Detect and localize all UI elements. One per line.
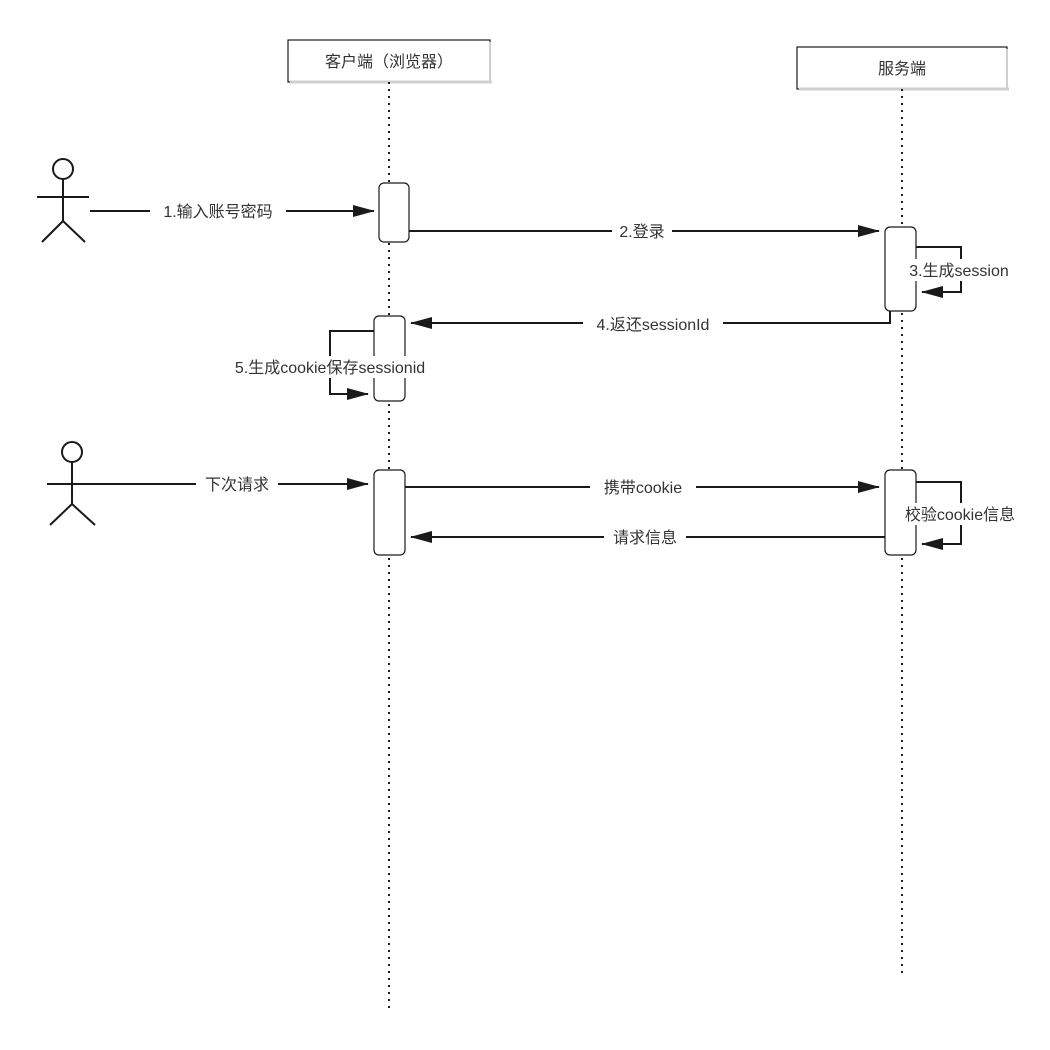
message-5: 5.生成cookie保存sessionid [216,330,444,400]
message-9: 请求信息 [410,526,885,548]
message-7: 携带cookie [405,476,880,498]
message-9-label: 请求信息 [613,529,677,547]
message-2: 2.登录 [409,220,880,242]
message-5-label: 5.生成cookie保存sessionid [235,359,425,377]
user-actor-2 [47,441,100,526]
message-1: 1.输入账号密码 [90,200,375,222]
message-3-label: 3.生成session [909,262,1009,280]
message-3: 3.生成session [897,246,1021,298]
participant-client: 客户端（浏览器） [287,39,492,84]
activation-client-3 [373,469,406,556]
message-8: 校验cookie信息 [889,481,1031,550]
activation-client-1 [378,182,410,243]
client-label: 客户端（浏览器） [325,53,453,71]
user-actor-1 [37,158,89,243]
message-4-label: 4.返还sessionId [597,316,710,334]
message-7-label: 携带cookie [604,479,682,497]
message-4: 4.返还sessionId [410,311,891,335]
message-2-label: 2.登录 [619,223,664,241]
message-8-label: 校验cookie信息 [905,506,1015,524]
participant-server: 服务端 [796,46,1009,91]
server-label: 服务端 [878,60,926,78]
message-1-label: 1.输入账号密码 [163,203,272,221]
message-6-label: 下次请求 [205,476,269,494]
message-6: 下次请求 [100,473,369,495]
